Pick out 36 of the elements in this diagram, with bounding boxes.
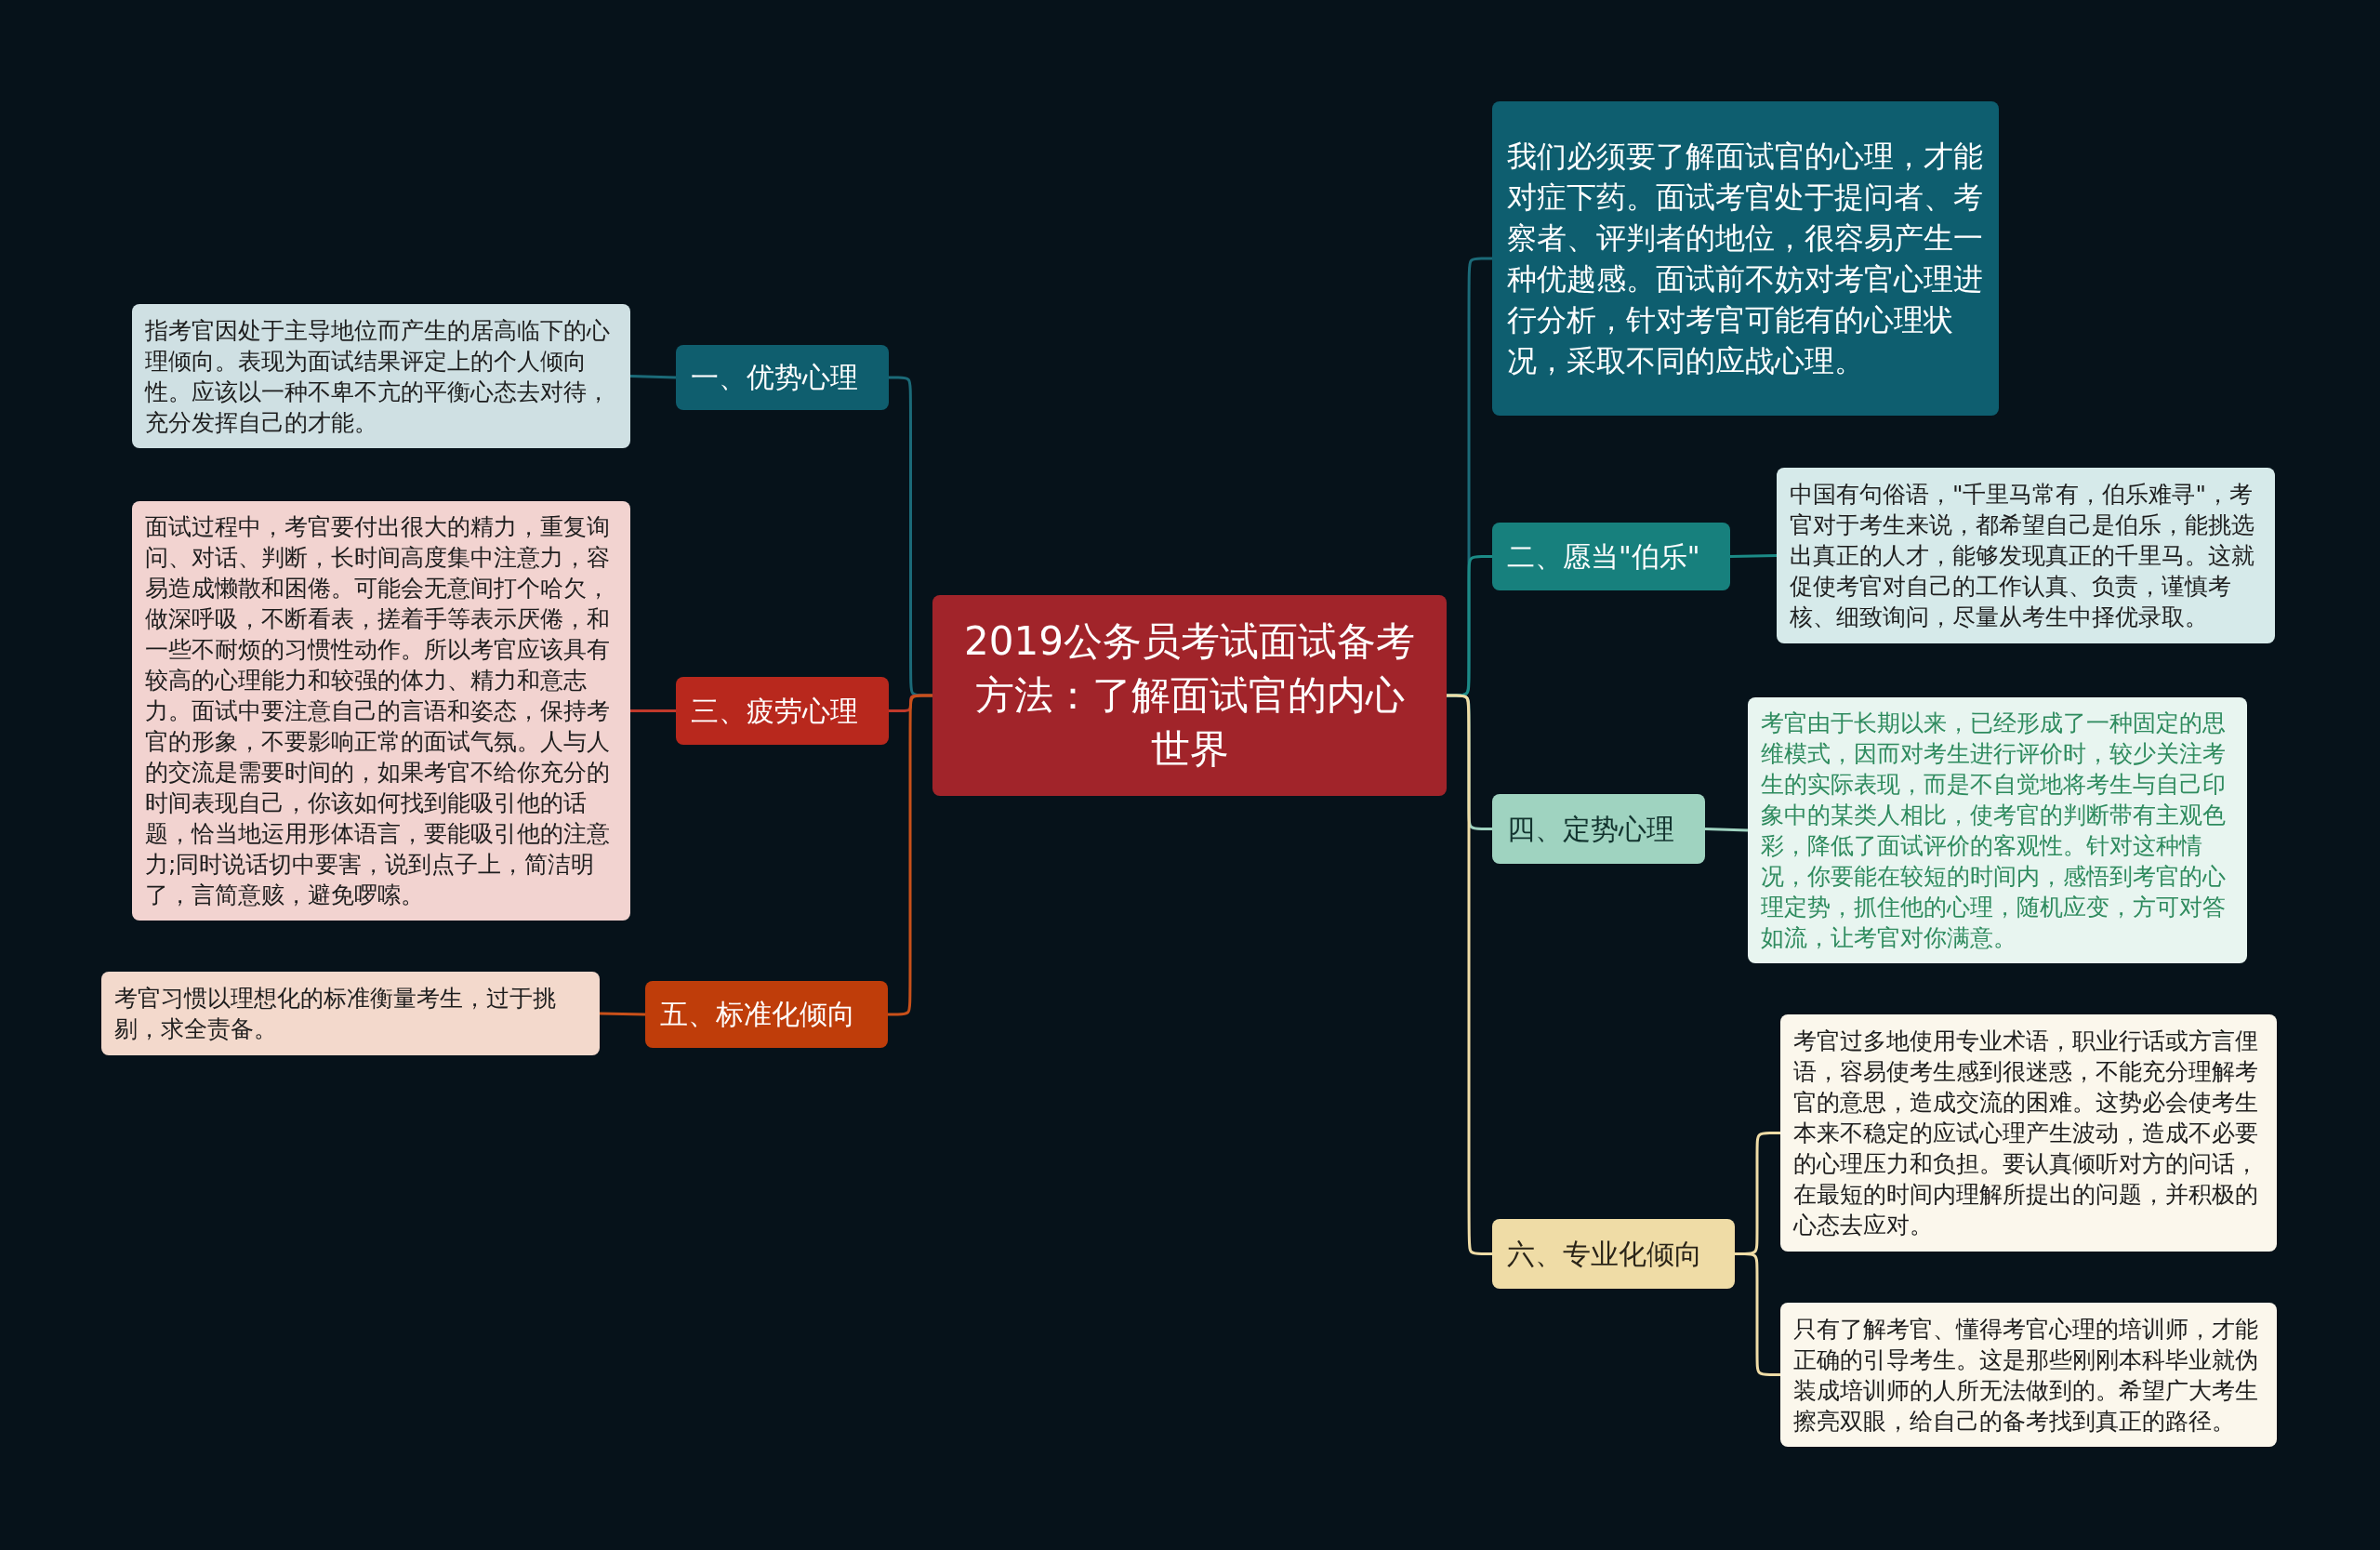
connector-line: [629, 375, 677, 379]
connector-line: [1735, 1252, 1780, 1376]
note-card: [1777, 468, 2275, 643]
connector-line: [1729, 554, 1778, 558]
topic-label: 三、疲劳心理: [691, 693, 858, 729]
branch-topic: [645, 981, 888, 1048]
note-text: 只有了解考官、懂得考官心理的培训师，才能正确的引导考生。这是那些刚刚本科毕业就伪装成培训师的人所无法做到的。希望广大考生擦亮双眼，给自己的备考找到真正的路径。: [1793, 1314, 2259, 1437]
note-card: [1780, 1014, 2277, 1252]
note-text: 我们必须要了解面试官的心理，才能对症下药。面试考官处于提问者、考察者、评判者的地位，很容易产生一种优越感。面试前不妨对考官心理进行分析，针对考官可能有的心理状况，采取不同的应战心理。: [1507, 138, 1984, 380]
note-text: 考官习惯以理想化的标准衡量考生，过于挑剔，求全责备。: [114, 984, 557, 1044]
topic-title: 2019公务员考试面试备考方法：了解面试官的内心世界: [963, 617, 1416, 774]
note-card: [132, 304, 630, 448]
note-text: 考官由于长期以来，已经形成了一种固定的思维模式，因而对考生进行评价时，较少关注考生的实际表现，而是不自觉地将考生与自己印象中的某类人相比，使考官的判断带有主观色彩，降低了面试评价的客观性。针对这种情况，你要能在较短的时间内，感悟到考官的心理定势，抓住他的心理，随机应变，方可对答如流，让考官对你满意。: [1761, 709, 2227, 953]
branch-topic: [676, 345, 889, 410]
branch-topic: [676, 677, 889, 745]
topic-label: 一、优势心理: [691, 360, 858, 395]
connector-line: [599, 1012, 646, 1016]
connector-line: [888, 694, 932, 1016]
topic-label: 六、专业化倾向: [1507, 1236, 1702, 1272]
note-text: 中国有句俗语，"千里马常有，伯乐难寻"，考官对于考生来说，都希望自己是伯乐，能挑选出真正的人才，能够发现真正的千里马。这就促使考官对自己的工作认真、负责，谨慎考核、细致询问，尽量从考生中择优录取。: [1790, 480, 2255, 632]
connector-line: [1447, 694, 1492, 1255]
note-text: 指考官因处于主导地位而产生的居高临下的心理倾向。表现为面试结果评定上的个人倾向性。应该以一种不卑不亢的平衡心态去对待，充分发挥自己的才能。: [145, 315, 611, 438]
connector-line: [1704, 828, 1749, 832]
topic-label: 二、愿当"伯乐": [1507, 538, 1700, 575]
branch-topic: [1492, 794, 1705, 864]
connector-line: [630, 709, 676, 712]
central-topic: [932, 595, 1447, 796]
branch-topic: [1492, 523, 1730, 590]
topic-label: 五、标准化倾向: [660, 997, 855, 1032]
note-card: [1492, 101, 1999, 416]
topic-label: 四、定势心理: [1507, 811, 1674, 847]
note-text: 考官过多地使用专业术语，职业行话或方言俚语，容易使考生感到很迷惑，不能充分理解考官的意思，造成交流的困难。这势必会使考生本来不稳定的应试心理产生波动，造成不必要的心理压力和负担。要认真倾听对方的问话，在最短的时间内理解所提出的问题，并积极的心态去应对。: [1793, 1027, 2259, 1240]
note-card: [1780, 1303, 2277, 1447]
branch-topic: [1492, 1219, 1735, 1289]
note-card: [101, 972, 600, 1055]
note-text: 面试过程中，考官要付出很大的精力，重复询问、对话、判断，长时间高度集中注意力，容易造成懒散和困倦。可能会无意间打个哈欠，做深呼吸，不断看表，搓着手等表示厌倦，和一些不耐烦的习惯性动作。所以考官应该具有较高的心理能力和较强的体力、精力和意志力。面试中要注意自己的言语和姿态，保持考官的形象，不要影响正常的面试气氛。人与人的交流是需要时间的，如果考官不给你充分的时间表现自己，你该如何找到能吸引他的话题，恰当地运用形体语言，要能吸引他的注意力;同时说话切中要害，说到点子上，简洁明了，言简意赅，避免啰嗦。: [145, 512, 611, 910]
